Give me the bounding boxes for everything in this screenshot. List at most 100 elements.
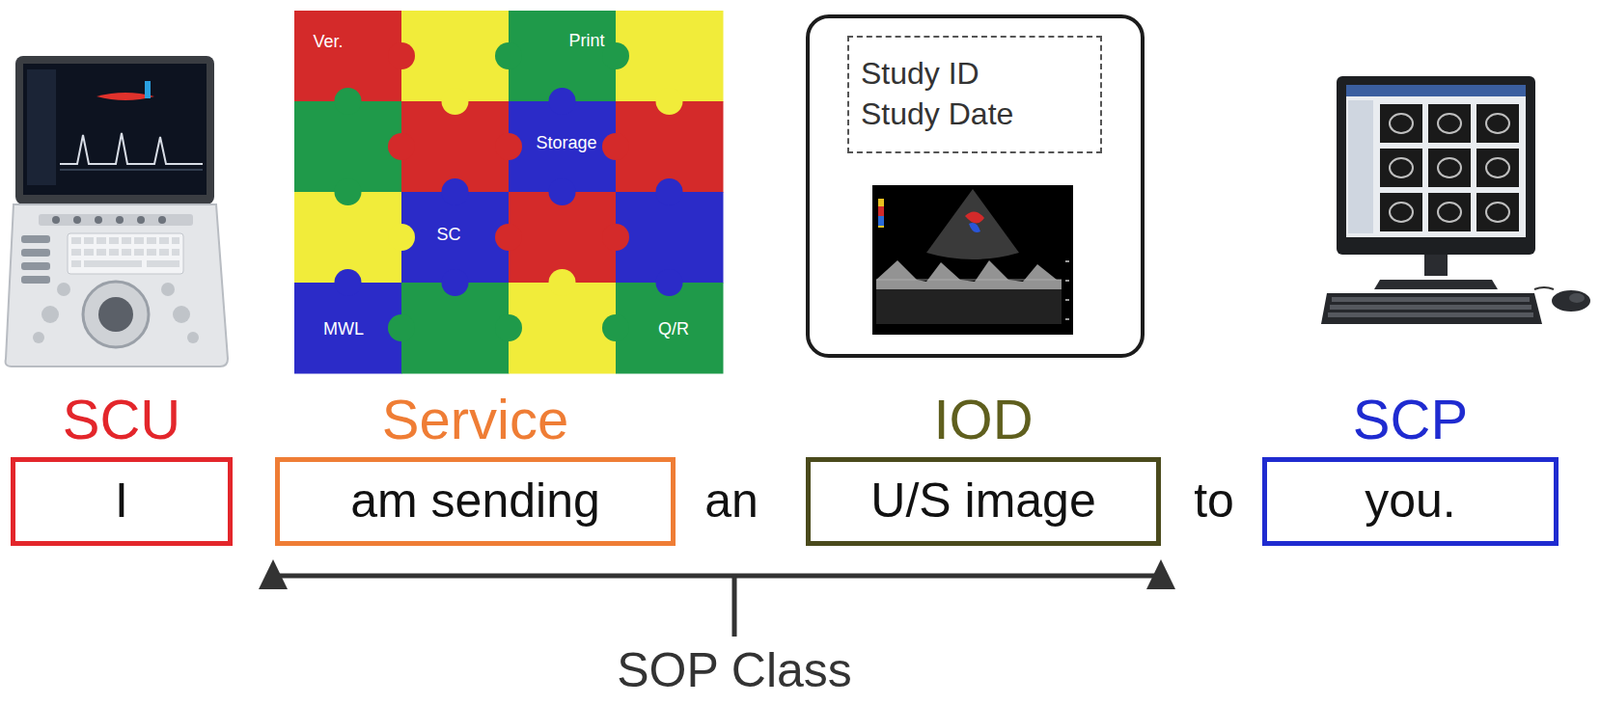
illustration-part (1329, 304, 1532, 310)
illustration-part (878, 216, 884, 226)
illustration-part (1065, 318, 1070, 321)
puzzle-grid (294, 10, 724, 375)
puzzle-knob (334, 87, 362, 115)
illustration-part (56, 282, 71, 297)
service-label: Print (568, 30, 605, 52)
illustration-part (1476, 148, 1519, 188)
illustration-part (146, 260, 180, 268)
role-heading: IOD (933, 388, 1033, 451)
illustration-part (1065, 260, 1070, 321)
puzzle-knob (495, 42, 523, 70)
illustration-part (98, 297, 134, 332)
puzzle-knob (441, 178, 469, 206)
illustration-part (109, 248, 119, 256)
puzzle-knob (387, 42, 415, 70)
illustration-part (1379, 193, 1423, 232)
illustration-part (21, 275, 51, 284)
illustration-part (21, 248, 51, 257)
illustration-part (159, 237, 169, 245)
illustration-part (1321, 293, 1543, 325)
box-text: am sending (350, 473, 601, 530)
illustration-part (83, 248, 94, 256)
illustration-part (134, 248, 144, 256)
service-label: Storage (535, 133, 597, 154)
box-text: I (114, 473, 129, 530)
puzzle-knob (549, 178, 577, 206)
illustration-part (41, 305, 59, 324)
role-heading: SCP (1352, 388, 1468, 451)
illustration-part (1065, 279, 1070, 282)
illustration-part (83, 237, 94, 245)
illustration-part (52, 216, 60, 224)
illustration-part (59, 133, 203, 165)
illustration-part (159, 248, 169, 256)
illustration-part (172, 305, 191, 324)
illustration-part (146, 237, 157, 245)
illustration-part (876, 289, 1062, 325)
role-heading: Service (382, 388, 569, 451)
illustration-part (1486, 113, 1510, 134)
illustration-part (878, 206, 884, 217)
illustration-part (146, 248, 157, 256)
role-heading: SCU (62, 388, 181, 451)
service-box: Serviceam sending (275, 457, 676, 547)
illustration-part (1424, 254, 1448, 276)
iod-frame (807, 16, 1143, 357)
illustration-part (1534, 287, 1554, 290)
illustration-part (1065, 299, 1070, 302)
illustration-part (965, 211, 985, 223)
illustration-part (71, 237, 82, 245)
illustration-part (1476, 193, 1519, 232)
illustration-part (1551, 290, 1591, 312)
illustration-part (171, 248, 180, 256)
illustration-part (32, 331, 45, 344)
attribute-box: Study ID Study Date (847, 35, 1103, 154)
illustration-part (121, 248, 132, 256)
illustration-part (1428, 104, 1471, 143)
illustration-part (1486, 202, 1510, 222)
illustration-part (876, 260, 1062, 290)
illustration-part (1379, 104, 1423, 143)
illustration-part (1486, 158, 1510, 178)
illustration-part (134, 237, 144, 245)
illustration-part (1389, 113, 1510, 222)
puzzle-knob (602, 223, 630, 251)
sentence-word: to (1193, 473, 1235, 530)
illustration-part (187, 331, 199, 344)
service-label: Q/R (658, 319, 690, 340)
puzzle-knob (334, 269, 362, 297)
puzzle-knob (602, 314, 630, 342)
ultrasound-image (872, 185, 1074, 335)
puzzle-knob (549, 269, 577, 297)
illustration-part (121, 237, 132, 245)
illustration-part (83, 260, 142, 268)
illustration-part (1327, 297, 1534, 318)
puzzle-piece (615, 282, 724, 375)
box-text: you. (1364, 473, 1457, 530)
illustration-part (872, 185, 1074, 335)
role-box: SCUI (10, 457, 233, 547)
workstation-computer (1321, 76, 1591, 325)
illustration-part (96, 248, 107, 256)
illustration-part (1374, 279, 1498, 290)
illustration-part (1389, 113, 1413, 134)
illustration-part (96, 237, 107, 245)
sop-bracket (258, 559, 1176, 637)
illustration-part (1346, 84, 1526, 238)
illustration-part (1379, 148, 1423, 188)
service-label: Ver. (312, 31, 343, 53)
illustration-part (38, 214, 194, 226)
puzzle-knob (656, 178, 684, 206)
illustration-part (71, 237, 180, 268)
illustration-part (1346, 84, 1526, 97)
puzzle-knob (549, 87, 577, 115)
puzzle-knob (387, 314, 415, 342)
illustration-part (15, 55, 215, 205)
illustration-part (59, 169, 203, 171)
illustration-part (1428, 193, 1471, 232)
illustration-part (137, 216, 145, 224)
illustration-part (144, 81, 151, 99)
illustration-part (926, 189, 1020, 260)
bracket-label: SOP Class (616, 643, 853, 700)
illustration-part (158, 216, 166, 224)
